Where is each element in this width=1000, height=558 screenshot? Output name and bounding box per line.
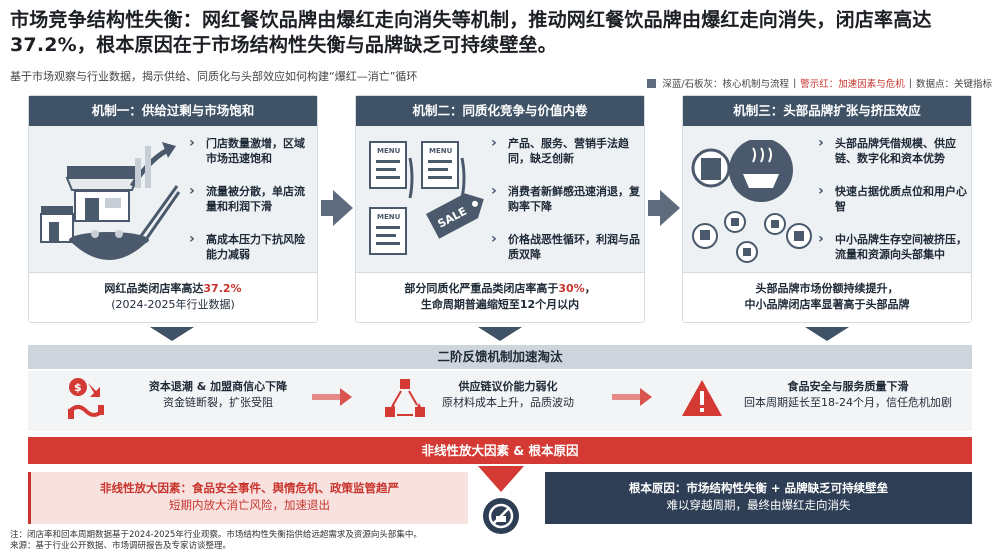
panel-bullet: › 价格战恶性循环，利润与品质双降: [491, 231, 640, 262]
arrow-down-red-icon: [478, 466, 524, 492]
closure-rate-value: 37.2%: [203, 282, 242, 295]
panel-bullet: › 消费者新鲜感迅速消退，复购率下降: [491, 183, 640, 214]
panel-footer-2: 部分同质化严重品类闭店率高于30%， 生命周期普遍缩短至12个月以内: [356, 272, 644, 322]
menu-sale-icon: MENU MENU MENU SALE: [369, 141, 484, 255]
panel-bullet: › 产品、服务、营销手法趋同，缺乏创新: [491, 135, 629, 166]
supply-chain-icon: [385, 379, 425, 417]
closure-rate-value: 30%: [558, 282, 585, 295]
panel-header-3: 机制三：头部品牌扩张与挤压效应: [683, 96, 971, 126]
arrow-right-red-icon: [612, 388, 652, 406]
arrow-down-icon: [805, 327, 849, 341]
legend-swatch-icon: [647, 78, 657, 88]
chevron-right-icon: ›: [491, 135, 497, 151]
root-cause-band: 非线性放大因素 & 根本原因: [28, 437, 972, 464]
head-brand-icon: [691, 140, 812, 263]
warning-icon: [682, 380, 722, 416]
chevron-right-icon: ›: [818, 183, 824, 199]
feedback-item: 资本退潮 & 加盟商信心下降 资金链断裂，扩张受阻: [148, 380, 288, 409]
feedback-row: $ 资本退潮 & 加盟商信心下降 资金链断裂，扩张受阻 供应链议价能力弱化 原材…: [28, 371, 972, 431]
panel-bullet: › 高成本压力下抗风险能力减弱: [189, 231, 305, 262]
panel-bullet: › 流量被分散，单店流量和利润下滑: [189, 183, 305, 214]
legend-item-warning: 警示红：加速因素与危机: [800, 79, 905, 90]
footnotes: 注：闭店率和回本周期数据基于2024-2025年行业观察。市场结构性失衡指供给远…: [10, 530, 422, 551]
panel-header-2: 机制二：同质化竞争与价值内卷: [356, 96, 644, 126]
panel-bullet: › 头部品牌凭借规模、供应链、数字化和资本优势: [818, 135, 956, 166]
amplifier-box: 非线性放大因素：食品安全事件、舆情危机、政策监管趋严 短期内放大消亡风险，加速退…: [28, 472, 468, 524]
arrow-right-red-icon: [312, 388, 352, 406]
chevron-right-icon: ›: [189, 135, 195, 151]
chevron-right-icon: ›: [189, 183, 195, 199]
mechanism-panel-2: 机制二：同质化竞争与价值内卷 MENU MENU MENU SALE › 产品、…: [355, 95, 645, 323]
legend: 深蓝/石板灰：核心机制与流程 | 警示红：加速因素与危机 | 数据点：关键指标: [647, 76, 992, 90]
panel-bullet: › 快速占据优质点位和用户心智: [818, 183, 967, 214]
panel-bullet: › 门店数量激增，区域市场迅速饱和: [189, 135, 305, 166]
legend-item-core: 深蓝/石板灰：核心机制与流程: [662, 79, 790, 90]
svg-text:$: $: [74, 381, 82, 394]
chevron-right-icon: ›: [818, 231, 824, 247]
chevron-right-icon: ›: [491, 231, 497, 247]
arrow-down-icon: [150, 327, 194, 341]
chevron-right-icon: ›: [818, 135, 824, 151]
root-cause-box: 根本原因：市场结构性失衡 + 品牌缺乏可持续壁垒 难以穿越周期，最终由爆红走向消…: [545, 472, 972, 524]
arrow-down-icon: [478, 327, 522, 341]
arrow-right-icon: [648, 190, 680, 226]
menu-label: MENU: [377, 147, 401, 155]
panel-footer-3: 头部品牌市场份额持续提升， 中小品牌闭店率显著高于头部品牌: [683, 272, 971, 322]
page-title: 市场竞争结构性失衡：网红餐饮品牌由爆红走向消失等机制，推动网红餐饮品牌由爆红走向…: [10, 9, 932, 56]
storefront-icon: [40, 142, 181, 260]
panel-header-1: 机制一：供给过剩与市场饱和: [29, 96, 317, 126]
menu-label: MENU: [377, 213, 401, 221]
mechanism-panel-3: 机制三：头部品牌扩张与挤压效应 › 头部品牌凭借规模、供应链、数字化和资本优势 …: [682, 95, 972, 323]
prohibited-icon: [483, 498, 519, 534]
feedback-band: 二阶反馈机制加速淘汰: [28, 345, 972, 369]
menu-label: MENU: [429, 147, 453, 155]
page-subtitle: 基于市场观察与行业数据，揭示供给、同质化与头部效应如何构建“爆红—消亡”循环: [10, 70, 418, 83]
chevron-right-icon: ›: [189, 231, 195, 247]
feedback-item: 供应链议价能力弱化 原材料成本上升，品质波动: [442, 380, 574, 409]
panel-footer-1: 网红品类闭店率高达37.2% (2024-2025年行业数据): [29, 272, 317, 322]
feedback-item: 食品安全与服务质量下滑 回本周期延长至18-24个月，信任危机加剧: [744, 380, 952, 409]
chevron-right-icon: ›: [491, 183, 497, 199]
panel-bullet: › 中小品牌生存空间被挤压，流量和资源向头部集中: [818, 231, 967, 262]
mechanism-panel-1: 机制一：供给过剩与市场饱和 › 门店数量激增，区域市场迅速饱和 › 流量被分散，…: [28, 95, 318, 323]
capital-retreat-icon: $: [68, 378, 104, 419]
arrow-right-icon: [321, 190, 353, 226]
legend-item-data: 数据点：关键指标: [915, 79, 992, 90]
